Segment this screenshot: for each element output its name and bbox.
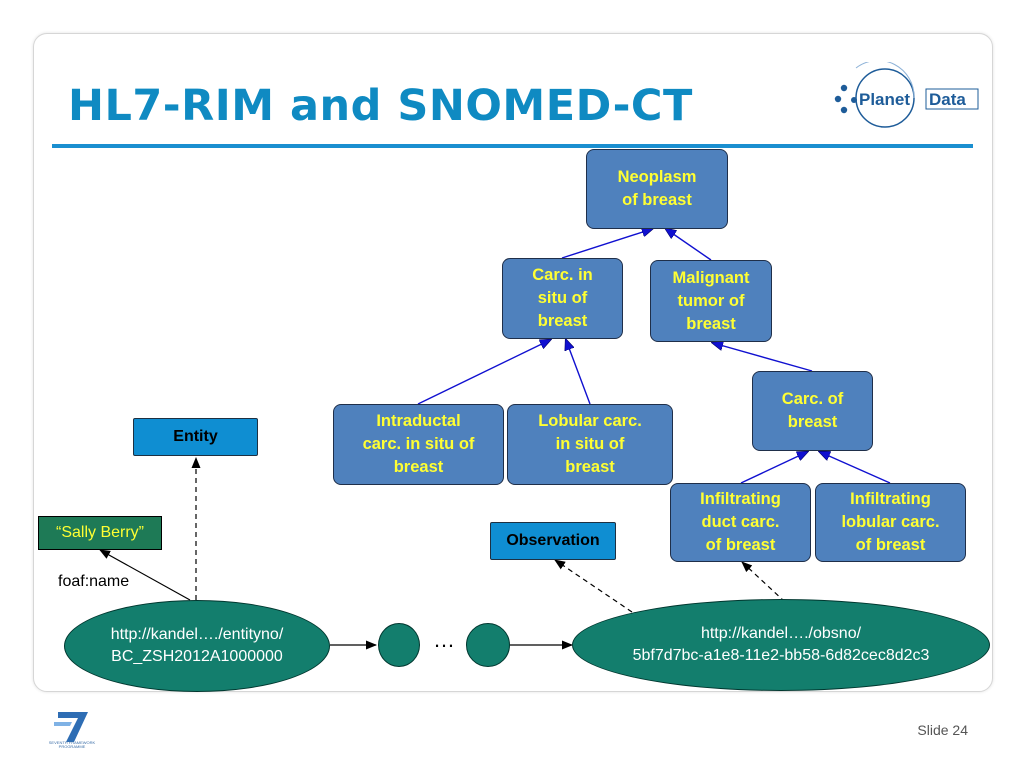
ellipsis-text: … [433,627,455,652]
concept-line: of breast [705,536,776,554]
logo-dot [840,106,848,114]
concept-line: breast [565,458,615,476]
concept-line: tumor of [677,291,745,310]
type-arrow [554,559,633,613]
blank-node[interactable] [466,623,510,667]
concept-line: Carc. of [781,390,844,408]
node-observation-uri[interactable]: http://kandel…./obsno/5bf7d7bc-a1e8-11e2… [572,599,990,691]
subclass-arrow [666,229,712,261]
uri-line: 5bf7d7bc-a1e8-11e2-bb58-6d82cec8d2c3 [632,647,930,664]
logo-data-box [925,88,979,110]
subclass-arrow [561,229,652,259]
concept-lobular-carc-in-situ[interactable]: Lobular carc. in situ of breast [507,404,673,485]
fp7-caption: SEVENTH FRAMEWORK PROGRAMME [48,740,96,749]
concept-line: breast [537,312,588,330]
uri-line: BC_ZSH2012A1000000 [111,648,283,665]
concept-line: Malignant [672,268,750,287]
concept-line: Carc. in [532,266,593,284]
fp7-accent-shape [54,722,72,726]
subclass-arrow [713,343,813,372]
concept-infiltrating-duct-carc[interactable]: Infiltrating duct carc. of breast [670,483,811,562]
concept-line: Neoplasm [617,168,697,186]
concept-neoplasm-of-breast[interactable]: Neoplasm of breast [586,149,728,229]
fp7-logo [54,712,88,742]
concept-line: breast [787,413,838,431]
fp7-seven-shape [58,712,88,742]
concept-line: Infiltrating [700,490,781,508]
subclass-arrow [566,340,591,405]
concept-line: breast [686,314,736,333]
subclass-arrow [417,340,550,405]
logo-arc [855,62,915,99]
concept-line: of breast [855,536,926,554]
slide-number: Slide 24 [917,722,968,738]
blank-node[interactable] [378,623,420,667]
logo-dot [840,84,848,92]
logo-data-text: Data [929,90,966,109]
concept-line: situ of [537,289,588,307]
uri-line: http://kandel…./obsno/ [700,625,862,642]
concept-line: breast [393,458,444,476]
subclass-arrow [820,452,891,484]
concept-line: lobular carc. [841,513,940,531]
type-arrow [741,561,786,603]
title-rule [52,144,973,148]
concept-infiltrating-lobular-carc[interactable]: Infiltrating lobular carc. of breast [815,483,966,562]
predicate-foaf-name: foaf:name [58,573,130,590]
concept-line: Infiltrating [850,490,931,508]
planet-data-logo: Planet Data [834,62,979,128]
concept-carc-in-situ-of-breast[interactable]: Carc. in situ of breast [502,258,623,339]
slide-title: HL7-RIM and SNOMED-CT [68,81,693,131]
class-entity[interactable]: Entity [133,418,258,456]
node-entity-uri[interactable]: http://kandel…./entityno/BC_ZSH2012A1000… [64,600,330,692]
logo-dot [834,95,842,103]
literal-sally-berry[interactable]: “Sally Berry” [38,516,162,550]
concept-line: of breast [622,191,692,209]
concept-line: carc. in situ of [362,435,475,453]
logo-planet-text: Planet [859,90,910,109]
subclass-arrow [740,452,807,484]
concept-line: duct carc. [701,513,780,531]
concept-line: Intraductal [376,412,461,430]
concept-malignant-tumor-of-breast[interactable]: Malignant tumor of breast [650,260,772,342]
class-observation[interactable]: Observation [490,522,616,560]
slide-card [33,33,993,692]
name-arrow [99,549,191,601]
concept-intraductal-carc-in-situ[interactable]: Intraductal carc. in situ of breast [333,404,504,485]
concept-carc-of-breast[interactable]: Carc. of breast [752,371,873,451]
concept-line: Lobular carc. [538,412,642,430]
uri-line: http://kandel…./entityno/ [110,626,284,643]
concept-line: in situ of [555,435,625,453]
